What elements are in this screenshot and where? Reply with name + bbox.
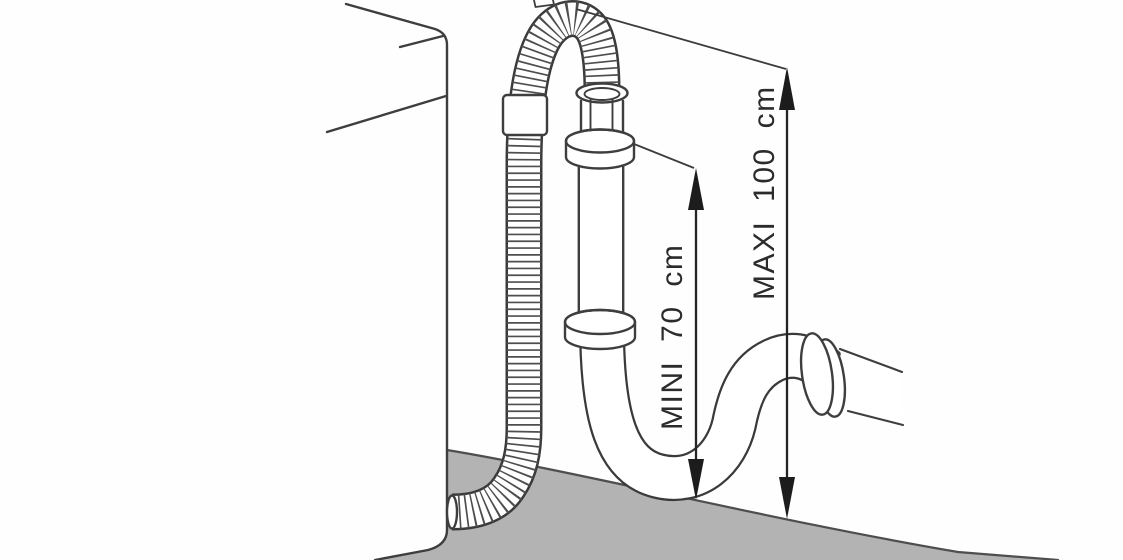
lower-collar-rim	[563, 308, 637, 336]
min-arrow-down	[688, 459, 704, 500]
min-height-label: MINI 70 cm	[656, 244, 689, 430]
corrugated-drain-hose	[447, 19, 602, 529]
min-height-dimension: MINI 70 cm	[633, 143, 704, 500]
standpipe-upper-collar	[564, 128, 636, 170]
machine-rear-edge	[344, 2, 449, 560]
max-arrow-up	[779, 67, 795, 110]
machine-side-seam	[325, 94, 448, 134]
min-arrow-up	[688, 168, 704, 210]
wall-pipe-top-line	[838, 347, 904, 374]
wall-pipe-bottom-line	[846, 409, 905, 427]
washing-machine	[325, 2, 449, 560]
upper-collar-rim	[564, 128, 636, 154]
standpipe-lower-collar	[563, 308, 637, 351]
hose-clip-tab	[533, 0, 555, 8]
max-leader-line	[575, 8, 787, 70]
wall-drain-pipe	[799, 332, 905, 427]
hose-sleeve	[501, 93, 549, 137]
flange-front-ring	[799, 332, 835, 416]
standpipe-body	[578, 150, 624, 330]
standpipe-rim-inner	[583, 87, 621, 101]
max-arrow-down	[779, 477, 795, 519]
hose-end-cap	[445, 494, 459, 530]
wall-pipe-flange	[799, 332, 847, 418]
standpipe	[577, 148, 625, 330]
min-leader-line	[633, 143, 695, 169]
max-height-label: MAXI 100 cm	[748, 85, 781, 300]
wall-pipe-body	[840, 349, 903, 425]
p-trap	[602, 325, 830, 478]
max-height-dimension: MAXI 100 cm	[575, 8, 795, 519]
machine-top-seam	[398, 34, 445, 49]
